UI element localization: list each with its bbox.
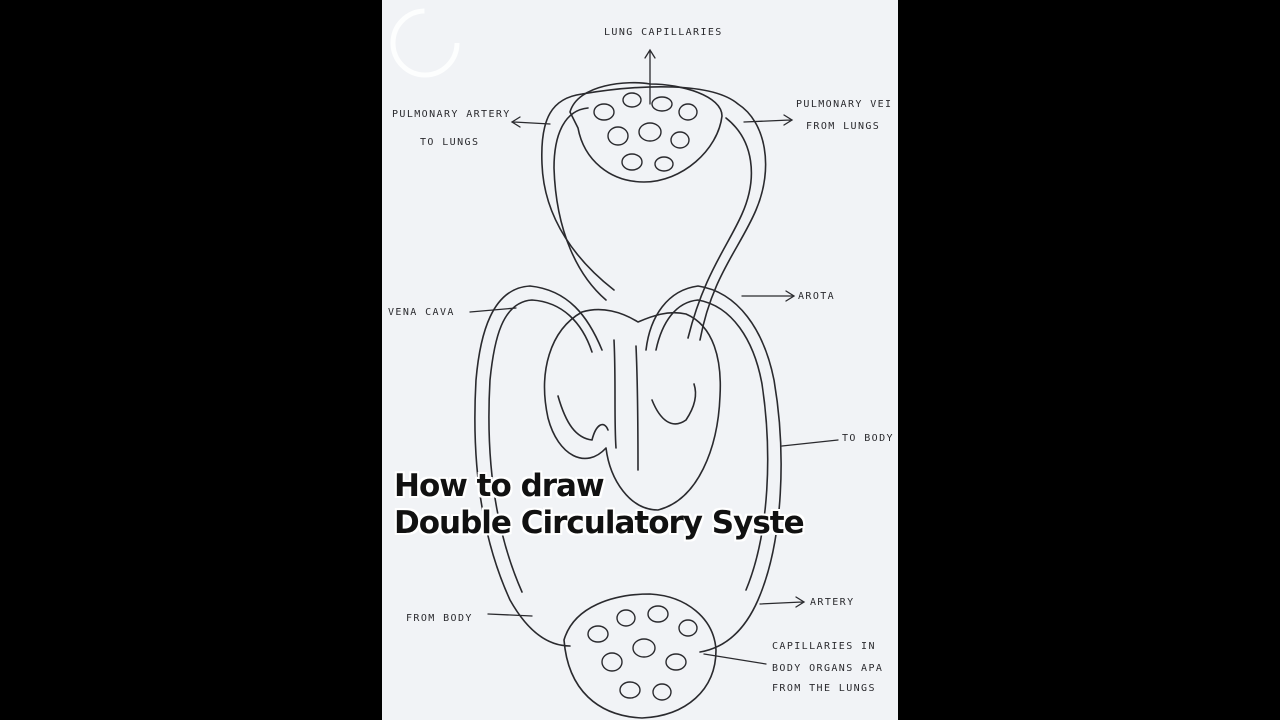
label-to-body: TO BODY bbox=[842, 433, 894, 444]
left-ventricle bbox=[651, 383, 697, 425]
circulatory-diagram bbox=[469, 48, 839, 719]
body-capillary-bed bbox=[563, 593, 717, 719]
right-ventricle bbox=[557, 395, 609, 441]
heart-septum bbox=[613, 339, 639, 471]
paper-drawing: LUNG CAPILLARIES PULMONARY ARTERY TO LUN… bbox=[382, 0, 898, 720]
label-body-organs: BODY ORGANS APA bbox=[772, 663, 884, 674]
label-lung-capillaries: LUNG CAPILLARIES bbox=[604, 27, 723, 38]
title-line-1: How to draw bbox=[394, 468, 605, 504]
label-from-the-lungs: FROM THE LUNGS bbox=[772, 683, 876, 694]
aorta bbox=[645, 285, 782, 653]
title-line-2: Double Circulatory Syste bbox=[394, 505, 805, 541]
capillary-cells bbox=[587, 92, 698, 701]
label-aorta: AROTA bbox=[798, 291, 836, 302]
label-pulmonary-artery-to-lungs: TO LUNGS bbox=[420, 137, 480, 148]
label-artery: ARTERY bbox=[810, 597, 855, 608]
video-title-overlay: How to draw Double Circulatory Syste bbox=[394, 468, 805, 542]
vena-cava bbox=[474, 285, 603, 647]
loading-spinner-icon bbox=[390, 8, 460, 78]
label-from-body: FROM BODY bbox=[406, 613, 473, 624]
label-pulmonary-artery: PULMONARY ARTERY bbox=[392, 109, 511, 120]
pulmonary-loop-outer bbox=[541, 86, 767, 341]
vena-cava-inner bbox=[488, 299, 593, 593]
label-capillaries-in: CAPILLARIES IN bbox=[772, 641, 876, 652]
pointer-arrows bbox=[469, 48, 839, 665]
label-vena-cava: VENA CAVA bbox=[388, 307, 455, 318]
aorta-inner bbox=[655, 299, 769, 591]
label-pulmonary-vein-from-lungs: FROM LUNGS bbox=[806, 121, 881, 132]
pulmonary-loop-inner bbox=[553, 107, 753, 339]
label-pulmonary-vein: PULMONARY VEI bbox=[796, 99, 893, 110]
lung-capillary-bed bbox=[569, 81, 723, 183]
